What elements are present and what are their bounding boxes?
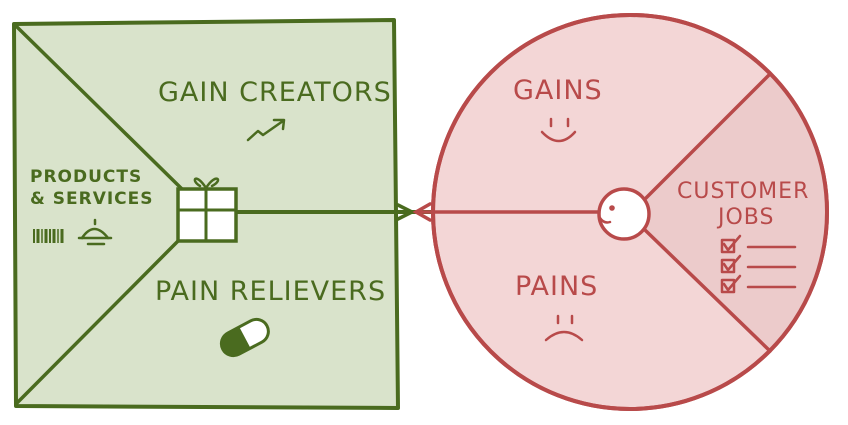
gift-icon	[176, 177, 238, 243]
fit-arrow-head-green	[396, 203, 416, 221]
pain-relievers-label: PAIN RELIEVERS	[155, 276, 386, 307]
products-services-label-2: & SERVICES	[30, 189, 154, 209]
gain-creators-label: GAIN CREATORS	[158, 77, 392, 108]
customer-face-icon	[597, 187, 651, 241]
pains-label: PAINS	[515, 271, 598, 302]
divider-pains-jobs	[643, 228, 772, 353]
products-services-label-1: PRODUCTS	[30, 167, 142, 187]
service-bell-icon	[77, 218, 113, 246]
pill-icon	[219, 317, 270, 358]
smiley-icon	[540, 117, 577, 143]
divider-top	[14, 24, 185, 192]
divider-bottom	[14, 234, 185, 406]
divider-gains-jobs	[643, 72, 772, 201]
frown-icon	[544, 314, 584, 342]
customer-jobs-label-2: JOBS	[716, 205, 774, 230]
customer-jobs-label-1: CUSTOMER	[677, 179, 809, 204]
barcode-icon	[33, 229, 64, 243]
customer-profile: GAINS PAINS CUSTOMER JOBS	[412, 13, 829, 411]
gains-label: GAINS	[513, 75, 603, 106]
jobs-segment	[646, 74, 827, 351]
trend-arrow-icon	[246, 118, 286, 142]
fit-arrow-head-red	[412, 202, 432, 222]
checklist-icon	[720, 234, 797, 294]
